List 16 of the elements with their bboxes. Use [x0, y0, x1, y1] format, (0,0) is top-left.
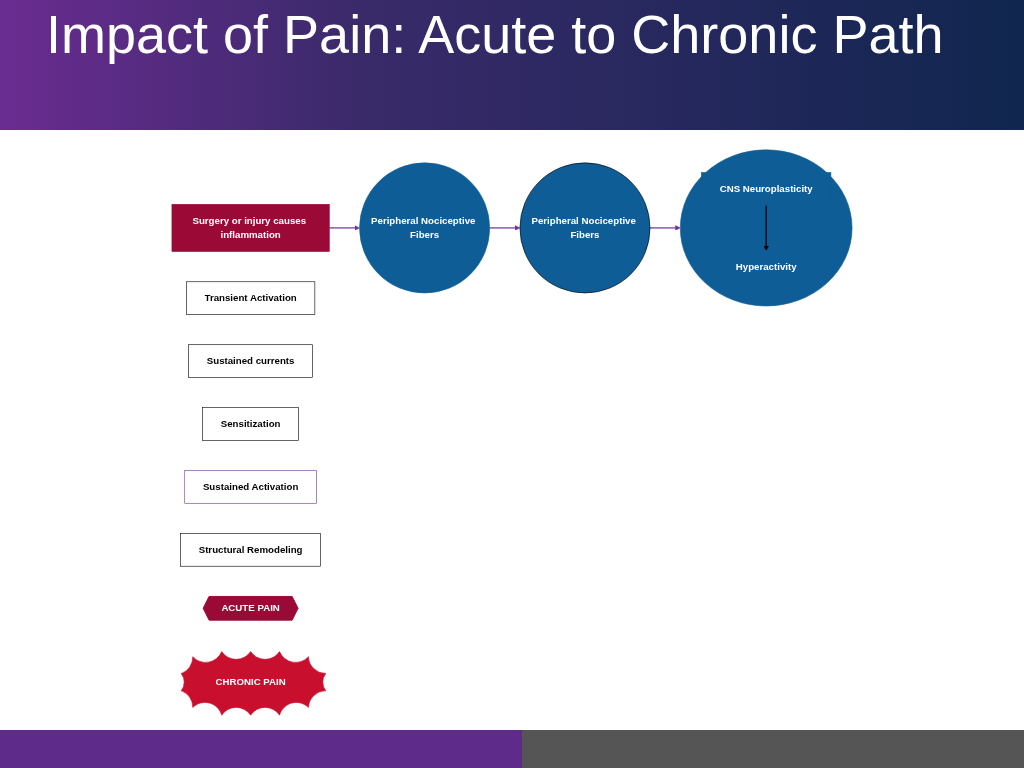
node-circle: Peripheral Nociceptive Fibers	[359, 162, 490, 294]
node-box: Sustained Activation	[184, 470, 317, 504]
arrow	[763, 204, 769, 251]
slide-title: Impact of Pain: Acute to Chronic Path	[46, 4, 945, 64]
node-box: Surgery or injury causes inflammation	[171, 204, 330, 252]
cluster	[680, 149, 853, 307]
node-box: Transient Activation	[186, 281, 316, 315]
node-text: CNS Neuroplasticity	[719, 183, 813, 194]
node-box: Sustained currents	[188, 344, 313, 378]
node-circle: Peripheral Nociceptive Fibers	[519, 162, 651, 294]
arrow	[489, 225, 521, 231]
node-box: Structural Remodeling	[180, 533, 321, 567]
node-box: Sensitization	[202, 407, 299, 441]
node-text: Hyperactivity	[735, 261, 797, 272]
arrow	[328, 225, 360, 231]
arrow	[649, 225, 681, 231]
